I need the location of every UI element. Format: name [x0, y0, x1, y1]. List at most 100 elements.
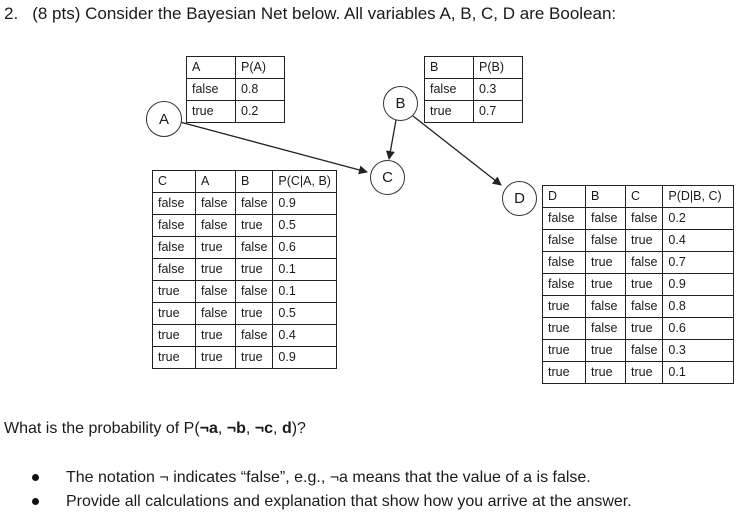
question-term-d: d	[281, 420, 292, 437]
node-d: D	[502, 181, 537, 216]
question-prefix: What is the probability of P(	[4, 420, 200, 437]
bullet-icon	[32, 474, 39, 481]
cell: 0.8	[662, 295, 735, 318]
cell: 0.8	[235, 78, 285, 101]
table-row: true 0.7	[424, 100, 523, 123]
cell: true	[195, 258, 236, 281]
cell: false	[195, 214, 236, 237]
cell: true	[624, 361, 664, 384]
cell: false	[234, 192, 274, 215]
cell: false	[542, 229, 586, 252]
cell: true	[585, 251, 626, 274]
header-cell: P(A)	[235, 56, 285, 79]
list-item: Provide all calculations and explanation…	[30, 490, 632, 514]
node-c: C	[370, 160, 405, 195]
list-item-text: The notation ¬ indicates “false”, e.g., …	[66, 469, 591, 486]
cell: false	[195, 280, 236, 303]
cell: false	[542, 207, 586, 230]
cell: false	[152, 236, 196, 259]
cell: false	[624, 339, 664, 362]
cell: 0.3	[662, 339, 735, 362]
cell: true	[195, 236, 236, 259]
header-cell: B	[234, 170, 274, 193]
cell: 0.9	[272, 192, 337, 215]
edge-a-to-c	[179, 121, 368, 175]
cell: 0.6	[272, 236, 337, 259]
cell: true	[186, 100, 236, 123]
cell: false	[424, 78, 474, 101]
table-header-row: C A B P(C|A, B)	[152, 170, 337, 193]
cell: false	[234, 324, 274, 347]
question-number: 2.	[4, 4, 19, 23]
cell: 0.3	[473, 78, 523, 101]
table-row: false 0.8	[186, 78, 285, 101]
cell: true	[234, 346, 274, 369]
cell: true	[542, 295, 586, 318]
table-header-row: A P(A)	[186, 56, 285, 79]
cell: true	[234, 302, 274, 325]
list-item: The notation ¬ indicates “false”, e.g., …	[30, 466, 632, 490]
cell: true	[152, 324, 196, 347]
cell: false	[624, 207, 664, 230]
header-cell: D	[542, 185, 586, 208]
cell: false	[186, 78, 236, 101]
cell: true	[424, 100, 474, 123]
table-p-a: A P(A) false 0.8 true 0.2	[186, 56, 285, 123]
cell: false	[234, 236, 274, 259]
cell: true	[195, 324, 236, 347]
header-cell: P(B)	[473, 56, 523, 79]
instruction-list: The notation ¬ indicates “false”, e.g., …	[30, 466, 632, 514]
cell: false	[585, 317, 626, 340]
cell: 0.7	[473, 100, 523, 123]
cell: true	[585, 339, 626, 362]
header-cell: C	[152, 170, 196, 193]
table-header-row: D B C P(D|B, C)	[542, 185, 735, 208]
question-separator: ,	[245, 420, 255, 437]
question-term-b: ¬b	[226, 420, 246, 437]
edge-b-to-d	[412, 115, 502, 186]
cell: true	[152, 280, 196, 303]
cell: false	[624, 251, 664, 274]
header-cell: A	[195, 170, 236, 193]
list-item-text: Provide all calculations and explanation…	[66, 493, 632, 510]
cell: 0.9	[272, 346, 337, 369]
cell: false	[195, 192, 236, 215]
cell: true	[542, 339, 586, 362]
cell: 0.1	[662, 361, 735, 384]
cell: false	[585, 295, 626, 318]
header-cell: P(D|B, C)	[662, 185, 735, 208]
question-separator: ,	[273, 420, 282, 437]
heading-text: (8 pts) Consider the Bayesian Net below.…	[32, 4, 617, 23]
node-a: A	[146, 101, 182, 137]
cell: 0.7	[662, 251, 735, 274]
question-text: What is the probability of P(¬a, ¬b, ¬c,…	[4, 420, 306, 438]
question-suffix: )?	[291, 420, 306, 437]
header-cell: P(C|A, B)	[272, 170, 337, 193]
cell: false	[624, 295, 664, 318]
node-b: B	[383, 86, 418, 121]
edge-b-to-c	[385, 119, 397, 160]
cell: true	[152, 346, 196, 369]
cell: 0.6	[662, 317, 735, 340]
table-header-row: B P(B)	[424, 56, 523, 79]
cell: false	[542, 251, 586, 274]
table-p-b: B P(B) false 0.3 true 0.7	[424, 56, 523, 123]
cell: true	[624, 317, 664, 340]
header-cell: B	[424, 56, 474, 79]
